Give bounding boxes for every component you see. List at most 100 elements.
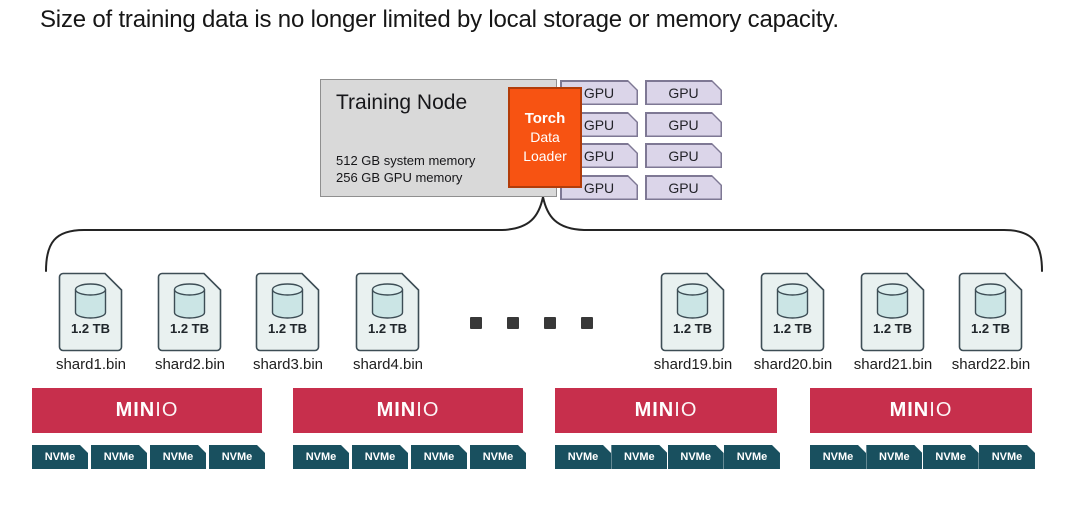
minio-logo-light: IO bbox=[929, 399, 953, 421]
system-memory-spec: 512 GB system memory bbox=[336, 153, 476, 168]
shard-file: 1.2 TB shard2.bin bbox=[155, 272, 225, 373]
gpu-label: GPU bbox=[668, 84, 699, 101]
gpu-label: GPU bbox=[583, 116, 615, 133]
ellipsis-dot bbox=[507, 317, 519, 329]
page-title: Size of training data is no longer limit… bbox=[40, 6, 839, 33]
shard-filename: shard1.bin bbox=[55, 356, 127, 373]
nvme-drive-row: NVMe NVMe NVMe NVMe bbox=[293, 445, 526, 469]
shard-size: 1.2 TB bbox=[970, 321, 1010, 336]
gpu-memory-spec: 256 GB GPU memory bbox=[336, 170, 463, 185]
nvme-label: NVMe bbox=[822, 451, 854, 463]
file-database-icon bbox=[157, 272, 222, 352]
shard-filename: shard22.bin bbox=[951, 356, 1031, 373]
nvme-drive: NVMe bbox=[411, 445, 467, 469]
shard-file: 1.2 TB shard22.bin bbox=[952, 272, 1030, 373]
gpu-chip: GPU bbox=[645, 112, 722, 137]
ellipsis-dot bbox=[581, 317, 593, 329]
nvme-drive: NVMe bbox=[293, 445, 349, 469]
nvme-drive: NVMe bbox=[209, 445, 265, 469]
nvme-drive: NVMe bbox=[32, 445, 88, 469]
nvme-drive: NVMe bbox=[866, 445, 922, 469]
torch-label-line1: Torch bbox=[524, 110, 566, 127]
shard-size: 1.2 TB bbox=[70, 321, 110, 336]
nvme-drive-row: NVMe NVMe NVMe NVMe bbox=[555, 445, 780, 469]
nvme-drive: NVMe bbox=[668, 445, 724, 469]
shard-size: 1.2 TB bbox=[367, 321, 407, 336]
file-database-icon bbox=[355, 272, 420, 352]
minio-logo-bold: MIN bbox=[376, 399, 417, 421]
minio-logo-light: IO bbox=[674, 399, 698, 421]
minio-logo-light: IO bbox=[155, 399, 179, 421]
gpu-label: GPU bbox=[668, 179, 699, 196]
nvme-drive: NVMe bbox=[555, 445, 611, 469]
nvme-label: NVMe bbox=[680, 451, 711, 463]
nvme-drive: NVMe bbox=[923, 445, 979, 469]
nvme-drive: NVMe bbox=[724, 445, 780, 469]
nvme-drive-row: NVMe NVMe NVMe NVMe bbox=[810, 445, 1035, 469]
ellipsis-dot bbox=[470, 317, 482, 329]
shard-filename: shard4.bin bbox=[352, 356, 424, 373]
shard-size: 1.2 TB bbox=[672, 321, 712, 336]
shard-size: 1.2 TB bbox=[772, 321, 812, 336]
shard-file: 1.2 TB shard20.bin bbox=[754, 272, 832, 373]
shard-filename: shard20.bin bbox=[753, 356, 833, 373]
nvme-drive: NVMe bbox=[91, 445, 147, 469]
shard-file: 1.2 TB shard19.bin bbox=[654, 272, 732, 373]
minio-logo-light: IO bbox=[416, 399, 440, 421]
ellipsis-dot bbox=[544, 317, 556, 329]
nvme-label: NVMe bbox=[44, 451, 76, 463]
nvme-label: NVMe bbox=[423, 451, 455, 463]
gpu-label: GPU bbox=[583, 84, 615, 101]
nvme-drive: NVMe bbox=[470, 445, 526, 469]
gpu-chip: GPU bbox=[645, 175, 722, 200]
nvme-drive: NVMe bbox=[150, 445, 206, 469]
torch-label-line2: Data bbox=[530, 129, 560, 145]
torch-label-line3: Loader bbox=[523, 148, 567, 164]
nvme-drive: NVMe bbox=[352, 445, 408, 469]
nvme-label: NVMe bbox=[482, 451, 514, 463]
file-database-icon bbox=[860, 272, 925, 352]
nvme-label: NVMe bbox=[162, 451, 194, 463]
nvme-drive: NVMe bbox=[611, 445, 667, 469]
shard-file: 1.2 TB shard21.bin bbox=[854, 272, 932, 373]
nvme-label: NVMe bbox=[991, 451, 1023, 463]
nvme-label: NVMe bbox=[736, 451, 768, 463]
shard-file: 1.2 TB shard4.bin bbox=[353, 272, 423, 373]
shard-file: 1.2 TB shard3.bin bbox=[253, 272, 323, 373]
nvme-label: NVMe bbox=[624, 451, 655, 463]
gpu-label: GPU bbox=[668, 116, 699, 133]
nvme-label: NVMe bbox=[364, 451, 396, 463]
shard-size: 1.2 TB bbox=[267, 321, 307, 336]
nvme-drive: NVMe bbox=[979, 445, 1035, 469]
nvme-label: NVMe bbox=[935, 451, 966, 463]
nvme-label: NVMe bbox=[103, 451, 135, 463]
shard-size: 1.2 TB bbox=[169, 321, 209, 336]
shard-filename: shard21.bin bbox=[853, 356, 933, 373]
gpu-label: GPU bbox=[668, 147, 699, 164]
nvme-label: NVMe bbox=[221, 451, 253, 463]
torch-data-loader-box: Torch Data Loader bbox=[508, 87, 582, 188]
file-database-icon bbox=[255, 272, 320, 352]
file-database-icon bbox=[760, 272, 825, 352]
nvme-drive: NVMe bbox=[810, 445, 866, 469]
gpu-chip: GPU bbox=[645, 143, 722, 168]
nvme-label: NVMe bbox=[879, 451, 910, 463]
gpu-label: GPU bbox=[583, 179, 615, 196]
minio-logo-bold: MIN bbox=[889, 399, 930, 421]
shard-size: 1.2 TB bbox=[872, 321, 912, 336]
shard-filename: shard2.bin bbox=[154, 356, 226, 373]
file-database-icon bbox=[660, 272, 725, 352]
minio-logo-bold: MIN bbox=[115, 399, 156, 421]
nvme-drive-row: NVMe NVMe NVMe NVMe bbox=[32, 445, 265, 469]
shard-filename: shard3.bin bbox=[252, 356, 324, 373]
file-database-icon bbox=[58, 272, 123, 352]
gpu-label: GPU bbox=[583, 147, 615, 164]
shard-filename: shard19.bin bbox=[653, 356, 733, 373]
gpu-chip: GPU bbox=[645, 80, 722, 105]
